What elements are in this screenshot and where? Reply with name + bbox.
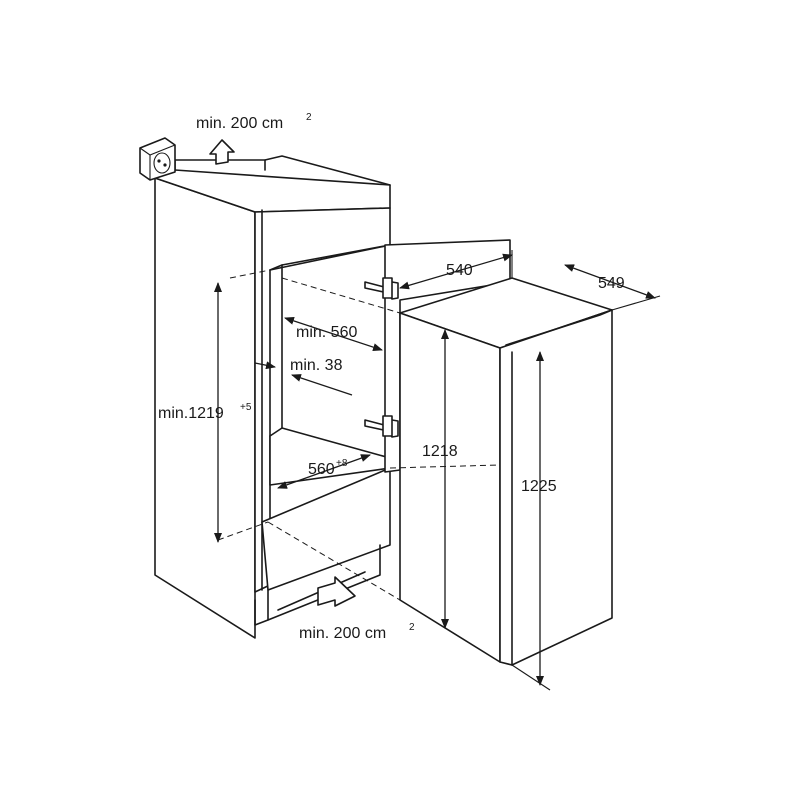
label-560: 560 — [308, 461, 335, 478]
label-min-38: min. 38 — [290, 357, 343, 374]
label-1225: 1225 — [521, 478, 557, 495]
dim-gap-min-38-left — [254, 361, 276, 370]
dim-depth-min-560 — [284, 317, 383, 351]
guide-bottom-to-appliance — [267, 521, 401, 601]
niche-inner-top — [281, 244, 391, 266]
plinth-edge — [254, 599, 269, 626]
label-549: 549 — [598, 275, 625, 292]
label-min-1219-sup: +5 — [240, 402, 252, 413]
label-540: 540 — [446, 262, 473, 279]
guide-niche-bottom — [217, 521, 269, 541]
guide-niche-top — [229, 269, 271, 279]
power-socket-icon — [139, 137, 176, 181]
door-hinge-icon — [364, 277, 399, 300]
dim-gap-min-38 — [291, 374, 353, 396]
appliance-door-top-edge — [505, 309, 613, 346]
dim-depth-549 — [564, 264, 656, 299]
niche-inner-left — [269, 264, 283, 437]
label-vent-bottom: min. 200 cm — [299, 625, 386, 642]
label-1218: 1218 — [422, 443, 458, 460]
cabinet-niche — [154, 155, 391, 639]
airflow-up-arrow-icon — [209, 139, 235, 165]
label-vent-top-sup: 2 — [306, 112, 312, 123]
guide-top-to-appliance — [281, 277, 401, 314]
label-min-1219: min.1219 — [158, 405, 224, 422]
dimension-labels: min. 200 cm 2 540 549 min. 560 min. 38 m… — [158, 112, 625, 642]
door-hinge-icon — [364, 415, 399, 438]
appliance-side — [399, 312, 501, 663]
label-560-sup: +8 — [336, 458, 348, 469]
label-min-560: min. 560 — [296, 324, 357, 341]
dimension-lines — [214, 250, 661, 691]
label-vent-bottom-sup: 2 — [409, 622, 415, 633]
label-vent-top: min. 200 cm — [196, 115, 283, 132]
airflow-in-arrow-icon — [317, 576, 356, 607]
dim-width-560 — [277, 454, 371, 489]
appliance — [399, 277, 613, 666]
ext-1225-bottom — [511, 664, 551, 691]
ext-549-right — [611, 295, 661, 311]
dim-width-540 — [399, 253, 513, 290]
